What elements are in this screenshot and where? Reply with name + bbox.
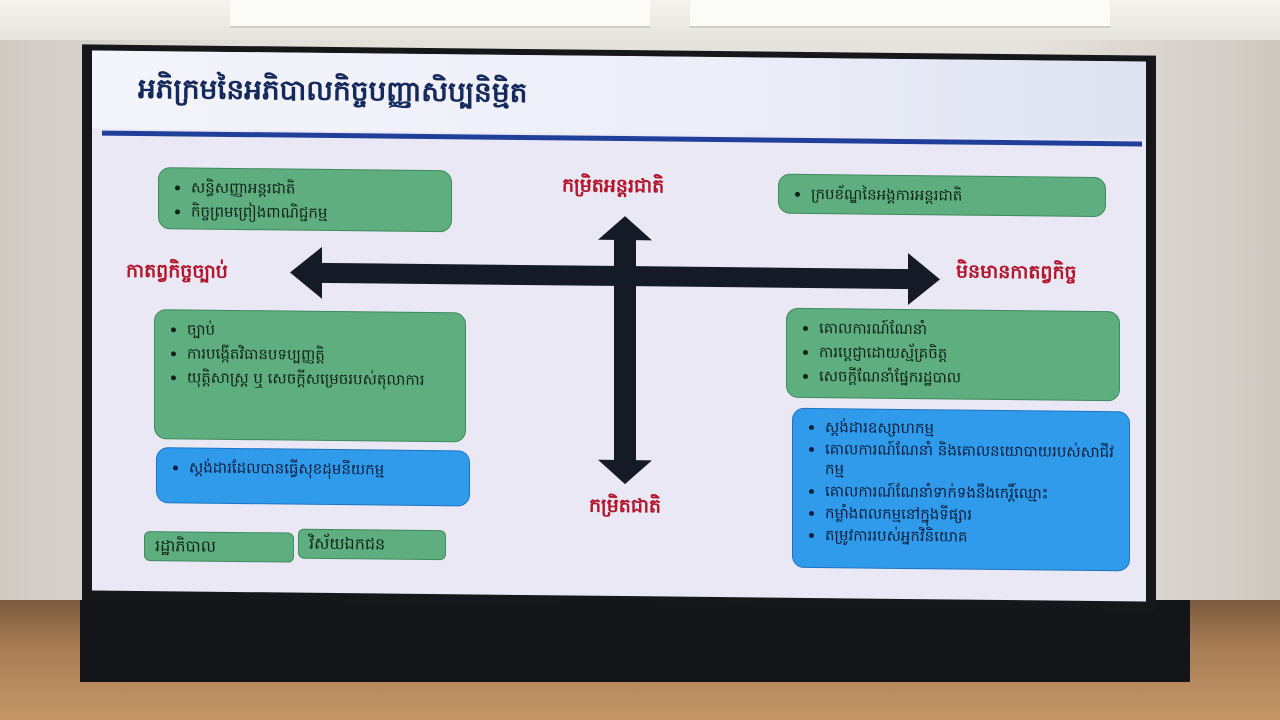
- box-national-legal: ច្បាប់ ការបង្កើតវិធានបទប្បញ្ញត្តិ យុត្តិ…: [154, 309, 466, 443]
- list-item: យុត្តិសាស្ត្រ ឬ សេចក្តីសម្រេចរបស់តុលាការ: [187, 366, 455, 391]
- box-harmonized-standards: ស្តង់ដារដែលបានធ្វើសុខដុមនីយកម្ម: [156, 447, 470, 507]
- ceiling: [0, 0, 1280, 40]
- list-item: ការប្តេជ្ញាដោយស្ម័គ្រចិត្ត: [819, 341, 1109, 366]
- box-private-sector-norms: ស្តង់ដារឧស្សាហកម្ម គោលការណ៍ណែនាំ និងគោលន…: [792, 407, 1130, 572]
- axis-label-bottom: កម្រិតជាតិ: [589, 494, 661, 518]
- list-item: ការបង្កើតវិធានបទប្បញ្ញត្តិ: [187, 342, 455, 367]
- list-item: សេចក្តីណែនាំផ្នែករដ្ឋបាល: [819, 365, 1109, 390]
- list-item: គោលការណ៍ណែនាំ: [819, 317, 1109, 342]
- box-international-nonlegal: ក្របខ័ណ្ឌនៃអង្គការអន្តរជាតិ: [778, 173, 1106, 218]
- projection-screen: អភិក្រមនៃអភិបាលកិច្ចបញ្ញាសិប្បនិម្មិត កម…: [92, 50, 1146, 602]
- down-arrow-head: [598, 459, 652, 485]
- list-item: ច្បាប់: [187, 318, 455, 343]
- box-international-legal: សន្ធិសញ្ញាអន្តរជាតិ កិច្ចព្រមព្រៀងពាណិជ្…: [158, 167, 452, 233]
- axis-label-right: មិនមានកាតព្វកិច្ច: [956, 260, 1077, 284]
- right-arrow-head: [908, 253, 940, 306]
- axis-label-top: កម្រិតអន្តរជាតិ: [562, 174, 665, 198]
- tag-government: រដ្ឋាភិបាល: [144, 531, 294, 563]
- tag-private-sector: វិស័យឯកជន: [298, 528, 446, 561]
- ceiling-panel: [690, 0, 1110, 28]
- list-item: ស្តង់ដារដែលបានធ្វើសុខដុមនីយកម្ម: [189, 456, 459, 481]
- list-item: កម្លាំងពលកម្មនៅក្នុងទីផ្សារ: [825, 503, 1119, 526]
- quadrant-arrows: [290, 216, 940, 485]
- axis-label-left: កាតព្វកិច្ចច្បាប់: [126, 259, 228, 283]
- stage: [80, 600, 1190, 682]
- list-item: គោលការណ៍ណែនាំ និងគោលនយោបាយរបស់សាជីវកម្ម: [825, 439, 1119, 482]
- vertical-arrow-shaft: [614, 235, 636, 465]
- list-item: កិច្ចព្រមព្រៀងពាណិជ្ជកម្ម: [191, 201, 441, 226]
- list-item: គោលការណ៍ណែនាំទាក់ទងនឹងកេរ្តិ៍ឈ្មោះ: [825, 481, 1119, 504]
- box-national-nonlegal: គោលការណ៍ណែនាំ ការប្តេជ្ញាដោយស្ម័គ្រចិត្ត…: [786, 307, 1120, 402]
- up-arrow-head: [598, 216, 652, 241]
- left-arrow-head: [290, 246, 322, 299]
- list-item: តម្រូវការរបស់អ្នកវិនិយោគ: [825, 525, 1119, 548]
- list-item: ក្របខ័ណ្ឌនៃអង្គការអន្តរជាតិ: [811, 183, 1095, 208]
- list-item: ស្តង់ដារឧស្សាហកម្ម: [825, 417, 1119, 440]
- ceiling-panel: [230, 0, 650, 28]
- list-item: សន្ធិសញ្ញាអន្តរជាតិ: [191, 177, 441, 202]
